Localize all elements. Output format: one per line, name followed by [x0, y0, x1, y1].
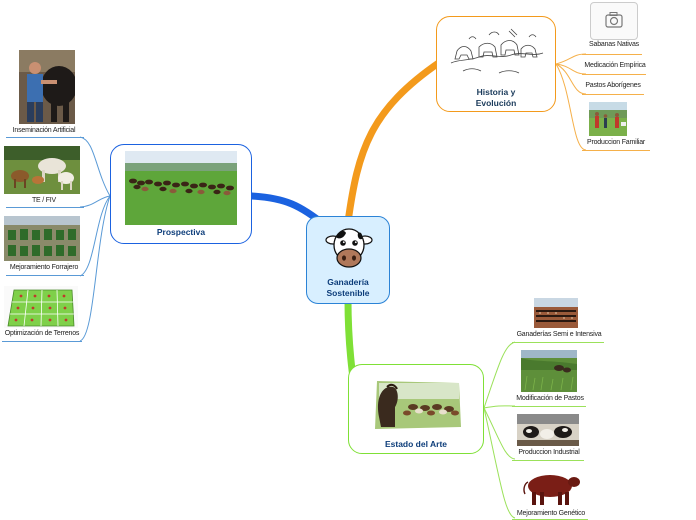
leaf-connector-pastos-aborigenes: [555, 63, 587, 95]
improved-pasture-photo: [521, 350, 577, 392]
horse-cattle-photo: [369, 377, 465, 433]
leaf-inseminacion-artificial[interactable]: Inseminación Artificial: [4, 48, 84, 140]
cows-field-photo: [4, 146, 80, 194]
leaf-connector-medicacion: [555, 63, 587, 75]
cattle-sketch-image: [450, 28, 544, 74]
leaf-underline: [2, 341, 82, 342]
leaf-connector-produccion-industrial: [483, 407, 516, 460]
leaf-label: Optimización de Terrenos: [4, 330, 80, 337]
leaf-optimizacion-terrenos[interactable]: Optimización de Terrenos: [0, 284, 84, 344]
leaf-connector-inseminacion: [79, 136, 111, 197]
branch-connector-historia: [344, 58, 444, 226]
leaf-sabanas-nativas[interactable]: Sabanas Nativas: [582, 0, 646, 56]
prospectiva-title: Prospectiva: [156, 227, 206, 237]
estado-title: Estado del Arte: [384, 439, 448, 449]
leaf-label: Ganaderías Semi e Intensiva: [516, 331, 602, 338]
dairy-barn-photo: [517, 414, 579, 446]
branch-node-estado[interactable]: Estado del Arte: [348, 364, 484, 454]
leaf-underline: [6, 275, 84, 276]
leaf-underline: [512, 342, 604, 343]
camera-placeholder-icon: [590, 2, 638, 40]
farm-family-photo: [589, 102, 627, 136]
leaf-underline: [582, 74, 646, 75]
leaf-connector-mejoramiento-genetico: [483, 407, 516, 519]
central-title: Ganadería Sostenible: [326, 277, 370, 298]
paddock-plan-image: [4, 286, 78, 328]
leaf-mejoramiento-genetico[interactable]: Mejoramiento Genético: [512, 466, 590, 520]
leaf-connector-modificacion-pastos: [483, 405, 516, 409]
bull-photo: [520, 466, 582, 508]
leaf-label: Modificación de Pastos: [516, 395, 584, 402]
leaf-produccion-familiar[interactable]: Produccion Familiar: [582, 102, 650, 152]
leaf-connector-mejoramiento-forrajero: [79, 195, 111, 277]
leaf-pastos-aborigenes[interactable]: Pastos Aborígenes: [582, 80, 644, 96]
leaf-label: Pastos Aborígenes: [585, 82, 641, 89]
leaf-underline: [6, 207, 84, 208]
branch-node-prospectiva[interactable]: Prospectiva: [110, 144, 252, 244]
leaf-connector-optimizacion: [79, 195, 111, 342]
leaf-underline: [512, 406, 586, 407]
leaf-mejoramiento-forrajero[interactable]: Mejoramiento Forrajero: [4, 216, 84, 278]
leaf-ganaderias-semi-intensiva[interactable]: Ganaderías Semi e Intensiva: [512, 298, 606, 344]
leaf-label: TE / FIV: [31, 197, 57, 204]
leaf-label: Mejoramiento Forrajero: [9, 264, 79, 271]
leaf-label: Mejoramiento Genético: [516, 510, 586, 517]
central-node[interactable]: Ganadería Sostenible: [306, 216, 390, 304]
leaf-label: Produccion Industrial: [518, 449, 580, 456]
leaf-label: Medicación Empírica: [584, 62, 646, 69]
leaf-connector-produccion-familiar: [555, 63, 587, 151]
leaf-medicacion-empirica[interactable]: Medicación Empírica: [582, 60, 648, 76]
leaf-underline: [6, 137, 84, 138]
feedlot-photo: [534, 298, 578, 328]
leaf-label: Sabanas Nativas: [589, 41, 639, 48]
leaf-label: Inseminación Artificial: [12, 127, 76, 134]
cow-face-icon: [325, 228, 373, 268]
leaf-underline: [512, 460, 584, 461]
historia-title: Historia y Evolución: [475, 87, 517, 108]
leaf-produccion-industrial[interactable]: Produccion Industrial: [512, 414, 586, 462]
leaf-te-fiv[interactable]: TE / FIV: [4, 146, 84, 210]
forage-plots-photo: [4, 216, 80, 261]
leaf-modificacion-pastos[interactable]: Modificación de Pastos: [512, 350, 588, 408]
leaf-connector-semi-intensiva: [483, 341, 516, 409]
leaf-underline: [582, 54, 642, 55]
branch-node-historia[interactable]: Historia y Evolución: [436, 16, 556, 112]
leaf-underline: [582, 150, 650, 151]
leaf-connector-te-fiv: [79, 195, 111, 208]
cattle-pasture-photo: [125, 151, 237, 225]
insemination-photo: [19, 50, 75, 124]
leaf-label: Produccion Familiar: [586, 139, 646, 146]
leaf-underline: [582, 94, 644, 95]
